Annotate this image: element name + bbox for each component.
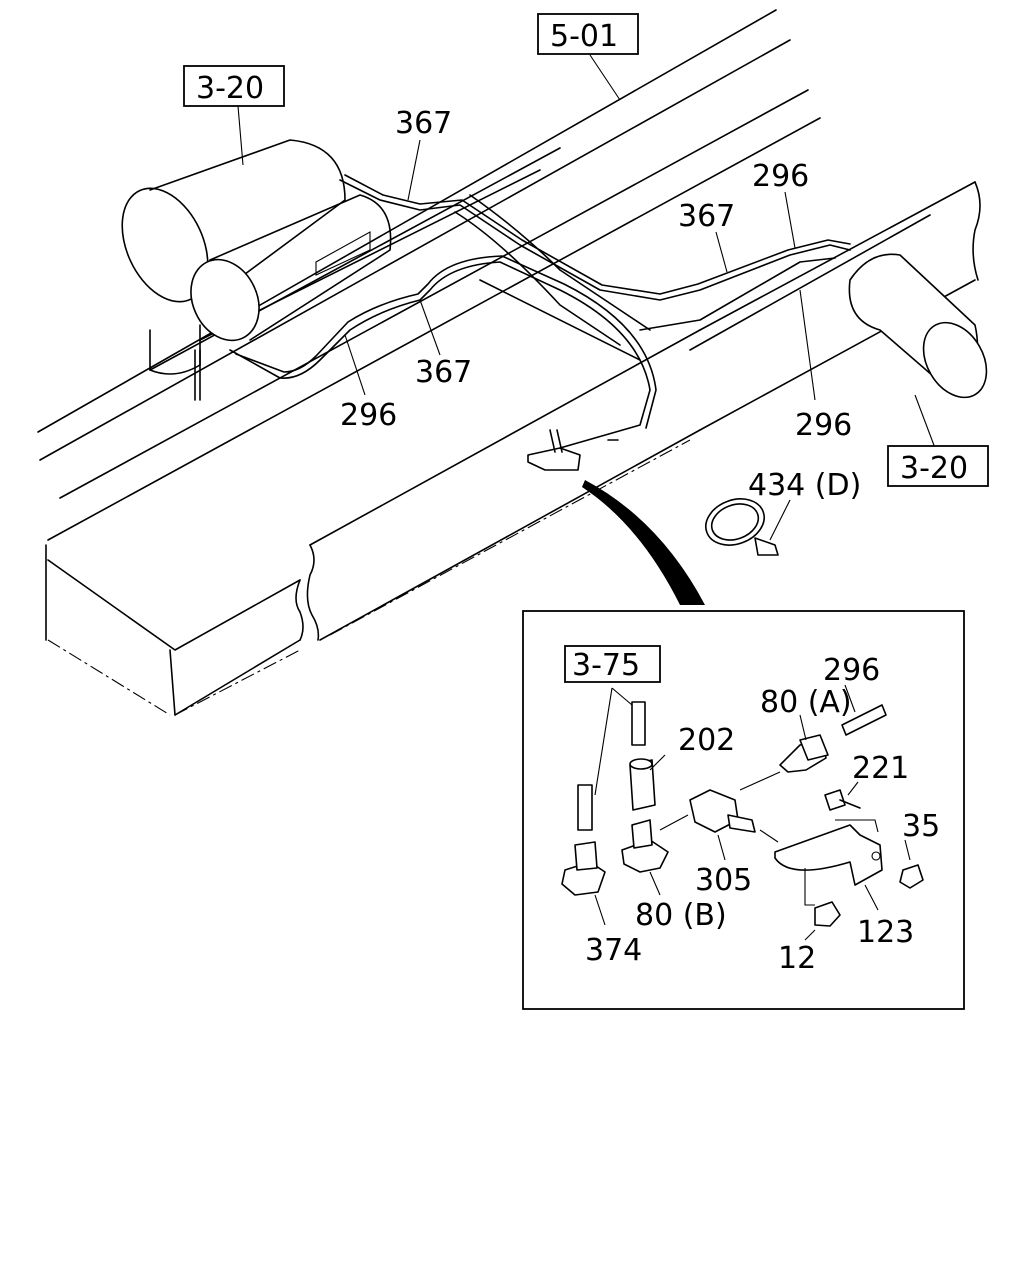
ref-box-5-01[interactable]: 5-01 — [537, 13, 639, 55]
fitting-assembly-small — [527, 429, 619, 471]
air-tank-left — [121, 139, 392, 375]
ref-box-3-75[interactable]: 3-75 — [564, 645, 661, 683]
callout-80a: 80 (A) — [760, 685, 852, 720]
part-35-nut — [899, 864, 924, 889]
callout-123: 123 — [857, 915, 914, 950]
ref-box-3-20-left[interactable]: 3-20 — [183, 65, 285, 107]
ref-3-20-right-label: 3-20 — [900, 451, 968, 486]
callout-296-right: 296 — [795, 408, 852, 443]
callout-296-right-top: 296 — [752, 159, 809, 194]
part-12-nut — [814, 901, 841, 927]
hose-pieces — [577, 701, 887, 831]
ref-3-20-left-label: 3-20 — [196, 71, 264, 106]
part-123-bracket — [774, 824, 883, 886]
callout-367-mid: 367 — [678, 199, 735, 234]
ref-box-3-20-right[interactable]: 3-20 — [887, 445, 989, 487]
part-305-tee — [689, 789, 756, 833]
air-pipes — [194, 174, 851, 449]
detail-pointer — [582, 480, 705, 605]
callout-296-left: 296 — [340, 398, 397, 433]
callout-367-bottom: 367 — [415, 355, 472, 390]
callout-80b: 80 (B) — [635, 898, 727, 933]
callout-221: 221 — [852, 751, 909, 786]
part-374-elbow — [561, 841, 606, 896]
cable-tie-clip — [705, 498, 779, 556]
callout-305: 305 — [695, 863, 752, 898]
detail-leader-lines — [594, 684, 911, 941]
part-80b-elbow — [621, 819, 669, 873]
callout-35: 35 — [902, 809, 940, 844]
callout-367-top: 367 — [395, 106, 452, 141]
ref-3-75-label: 3-75 — [572, 648, 640, 683]
part-80a-connector — [779, 734, 829, 773]
air-tank-right — [848, 253, 988, 399]
part-221-bolt — [824, 789, 861, 811]
ref-5-01-label: 5-01 — [550, 19, 618, 54]
callout-374: 374 — [585, 933, 642, 968]
callout-434-d: 434 (D) — [748, 468, 861, 503]
detail-view: 3-75 — [522, 610, 965, 1010]
leader-lines — [237, 54, 936, 796]
chassis-frame — [37, 9, 981, 716]
callout-202: 202 — [678, 723, 735, 758]
callout-12: 12 — [778, 941, 816, 976]
callout-296-detail: 296 — [823, 653, 880, 688]
part-202-adapter — [629, 758, 656, 811]
